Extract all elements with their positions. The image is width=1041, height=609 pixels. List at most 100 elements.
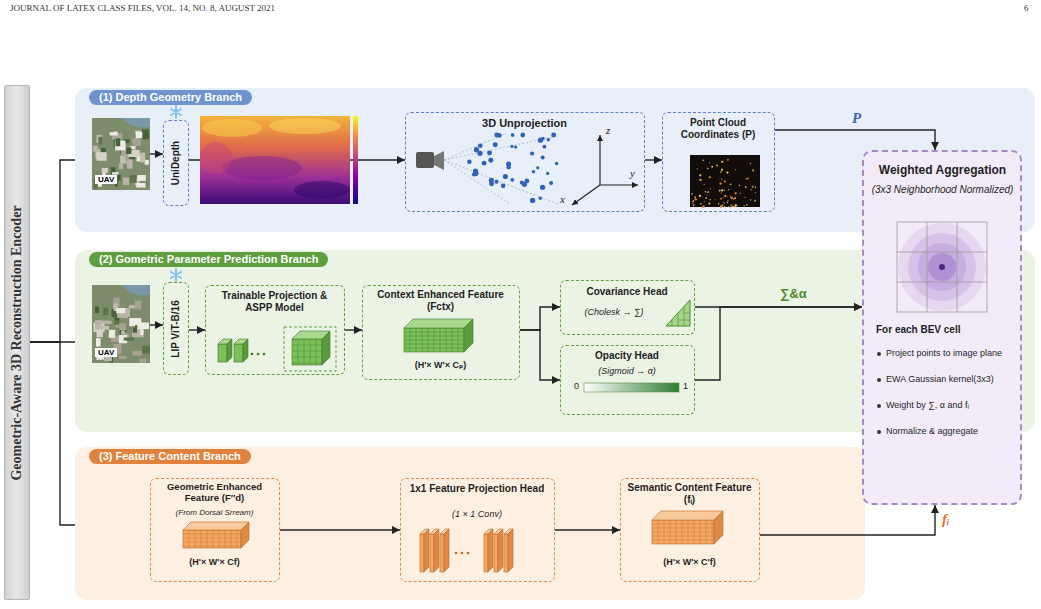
point-cloud-image [734,197,736,199]
feature-cubes [292,339,322,365]
camera-rays [444,136,558,160]
point-cloud-image [692,200,694,202]
point-dots [494,133,499,138]
snowflake-icon [171,106,181,118]
point-dots [473,171,478,176]
point-dots [478,143,483,148]
point-dots [488,158,493,163]
aerial-photo [132,328,144,337]
aerial-photo [96,338,101,346]
connector-arrow [30,342,75,525]
point-dots [511,133,515,137]
aerial-photo [116,308,125,314]
aggregation-grid [897,222,987,312]
connector-arrow [775,130,935,150]
scale-label: 0 [574,381,579,391]
aerial-photo [140,153,145,163]
point-cloud-image [726,172,728,174]
aerial-photo [121,118,150,128]
process-box: Point Cloud Coordinates (P) [662,112,775,212]
feature-cube [241,522,249,548]
point-dots [530,198,535,203]
aerial-photo [98,137,102,144]
opacity-scale [584,383,679,392]
conv-slabs [461,552,464,555]
point-cloud-image [744,205,745,206]
box-text: (Sigmoid → α) [565,366,689,376]
depth-map [200,116,350,204]
branch-ground [75,447,865,600]
point-cloud-image [755,187,756,188]
feature-cubes [234,344,243,362]
point-cloud-image [750,199,751,200]
point-dots [494,180,498,184]
aggregation-grid [897,222,987,312]
point-dots [482,161,487,166]
box-title: Covariance Head [565,286,689,298]
page-number: 6 [1024,3,1029,13]
box-text: For each BEV cell [876,324,1016,336]
point-cloud-image [699,179,701,181]
camera-rays [444,160,558,204]
aggregation-grid [898,223,986,311]
aerial-photo [142,346,150,354]
axis-label: x [560,193,565,206]
point-cloud-image [713,206,714,207]
point-cloud-image [721,178,722,179]
point-cloud-image [716,164,718,166]
point-cloud-image [702,159,704,161]
box-title: 1x1 Feature Projection Head [405,483,549,495]
connector-arrow [30,160,75,342]
point-cloud-image [694,196,696,198]
point-cloud-image [721,161,723,163]
feature-cube [464,319,473,352]
aerial-photo [100,321,112,324]
point-dots [514,145,517,148]
aerial-photo [116,138,121,146]
point-cloud-image [697,168,698,169]
point-cloud-image [722,204,724,206]
aerial-photo [137,323,149,330]
point-cloud-image [724,189,725,190]
feature-cube [652,511,723,544]
point-dots [506,165,510,169]
connector-arrow [150,324,163,325]
point-cloud-image [718,203,720,205]
point-cloud-image [692,203,693,204]
axis-symbol [600,184,638,185]
feature-cube [714,511,723,544]
aggregation-ground [862,150,1022,505]
aerial-photo [97,152,107,161]
aerial-photo [145,160,149,165]
point-cloud-image [700,179,702,181]
point-dots [520,133,525,138]
point-cloud-image [750,189,751,190]
box-title: 3D Unprojection [410,117,639,130]
connector-arrow [695,307,862,380]
point-cloud-image [732,198,733,199]
frozen-module: UniDepth [163,120,189,206]
feature-box: Context Enhanced Feature (Fctx)(H'× W'× … [362,285,520,380]
aerial-photo [137,175,146,181]
feature-cubes [284,327,336,371]
depth-map [200,142,232,174]
signal-label: ∑&α [780,287,807,302]
point-dots [510,178,514,182]
feature-cube [404,328,464,352]
point-cloud-image [696,199,697,200]
conv-slabs [440,534,444,572]
encoder-bar: Geometric-Aware 3D Reconstruction Encode… [4,85,30,600]
connector-arrow [189,329,205,330]
point-cloud-image [708,202,710,204]
box-text: Project points to image plane [886,348,1016,358]
branch-title: (2) Gometric Parameter Prediction Branch [89,252,328,267]
point-cloud-image [690,155,760,207]
point-dots [487,151,492,156]
aerial-photo [92,118,150,190]
feature-cube [652,511,723,520]
point-cloud-image [735,169,736,170]
aerial-photo [103,308,108,316]
point-cloud-image [721,192,722,193]
depth-map [202,119,262,137]
feature-cube [652,520,714,544]
